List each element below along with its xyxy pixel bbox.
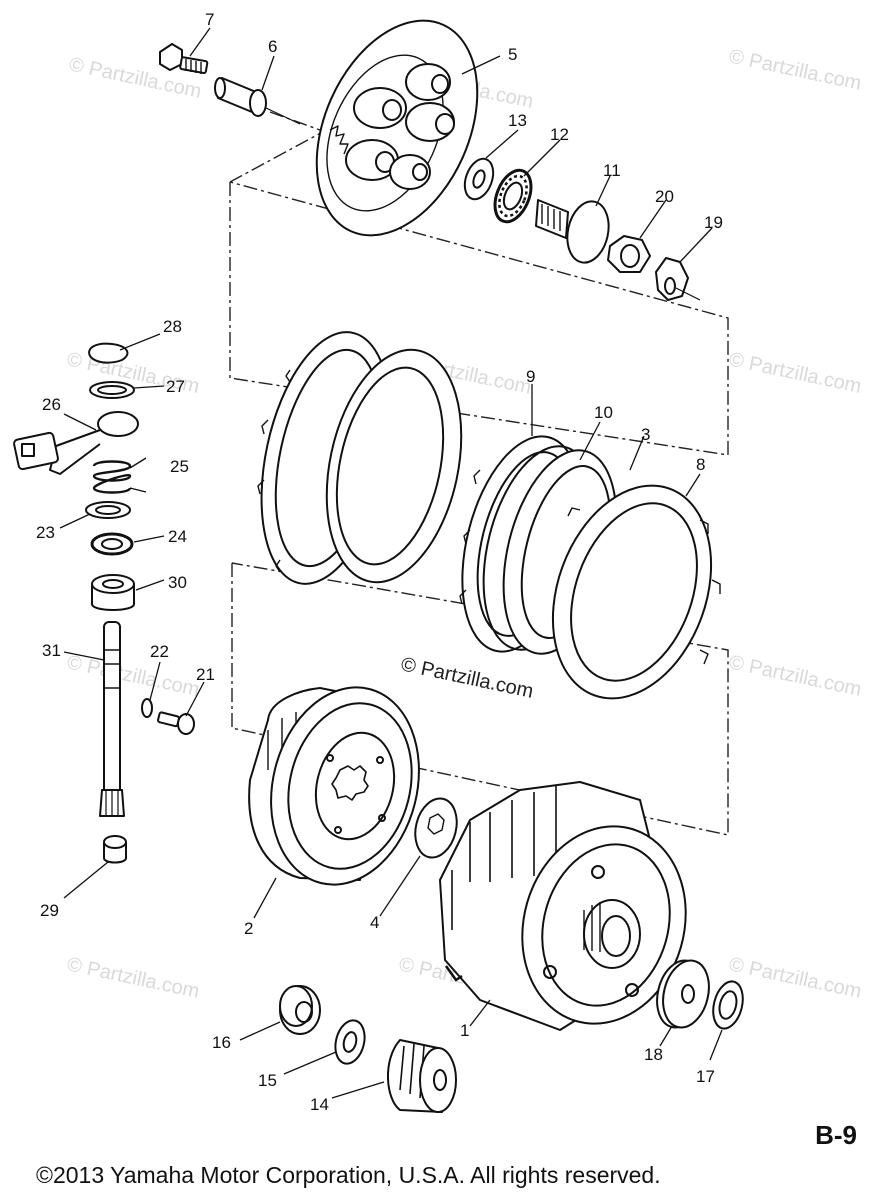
- leader-lines: [59, 27, 723, 1099]
- part-friction-plates-left: [257, 331, 463, 585]
- callout-numbers: 7 6 5 13 12 11 20 19 28 27 26 25 9 10 3 …: [36, 10, 723, 1114]
- part-27-washer: [89, 381, 135, 399]
- part-1-clutch-housing: [439, 781, 687, 1031]
- callout-6: 6: [268, 37, 277, 56]
- part-30-bearing: [91, 574, 135, 611]
- part-9-10-3-plate-stack: [459, 435, 618, 655]
- watermark: © Partzilla.com: [727, 45, 863, 95]
- callout-7: 7: [205, 10, 214, 29]
- part-29-bushing: [103, 835, 127, 864]
- part-26-push-lever: [13, 411, 139, 475]
- callout-12: 12: [550, 125, 569, 144]
- part-19-lock-washer: [655, 257, 701, 301]
- callout-21: 21: [196, 665, 215, 684]
- part-21-screw: [157, 711, 195, 735]
- part-8-clutch-plate: [551, 484, 721, 700]
- part-16-nut: [279, 985, 321, 1035]
- part-5-pressure-plate: [315, 19, 479, 237]
- callout-11: 11: [603, 161, 621, 180]
- watermark: © Partzilla.com: [65, 953, 201, 1003]
- callout-29: 29: [40, 901, 59, 920]
- callout-25: 25: [170, 457, 189, 476]
- part-12-bearing: [493, 168, 533, 224]
- callout-30: 30: [168, 573, 187, 592]
- callout-2: 2: [244, 919, 253, 938]
- part-23-washer: [85, 501, 131, 519]
- callout-10: 10: [594, 403, 613, 422]
- callout-31: 31: [42, 641, 61, 660]
- callout-18: 18: [644, 1045, 663, 1064]
- watermark: © Partzilla.com: [727, 953, 863, 1003]
- callout-19: 19: [704, 213, 723, 232]
- callout-28: 28: [163, 317, 182, 336]
- callout-22: 22: [150, 642, 169, 661]
- callout-26: 26: [42, 395, 61, 414]
- part-7-bolt: [159, 43, 209, 75]
- callout-14: 14: [310, 1095, 329, 1114]
- part-15-washer: [334, 1019, 366, 1065]
- watermark: © Partzilla.com: [65, 651, 201, 701]
- part-28-circlip: [88, 342, 129, 364]
- watermark: © Partzilla.com: [727, 651, 863, 701]
- callout-20: 20: [655, 187, 674, 206]
- copyright-notice: ©2013 Yamaha Motor Corporation, U.S.A. A…: [36, 1162, 661, 1188]
- callout-23: 23: [36, 523, 55, 542]
- part-20-nut: [607, 235, 651, 273]
- part-17-washer: [712, 980, 744, 1030]
- callout-15: 15: [258, 1071, 277, 1090]
- callout-4: 4: [370, 913, 379, 932]
- part-11-push-rod: [535, 199, 610, 264]
- callout-16: 16: [212, 1033, 231, 1052]
- part-2-clutch-boss: [248, 686, 420, 886]
- callout-17: 17: [696, 1067, 715, 1086]
- watermark-center: © Partzilla.com: [399, 653, 535, 703]
- callout-9: 9: [526, 367, 535, 386]
- part-14-kick-gear: [387, 1039, 457, 1113]
- callout-27: 27: [166, 377, 185, 396]
- callout-8: 8: [696, 455, 705, 474]
- part-13-washer: [463, 157, 495, 201]
- part-18-spacer: [656, 959, 710, 1029]
- part-31-push-lever-shaft: [99, 621, 125, 817]
- callout-1: 1: [460, 1021, 469, 1040]
- callout-13: 13: [508, 111, 527, 130]
- watermark: © Partzilla.com: [727, 348, 863, 398]
- part-6-push-pin: [214, 77, 301, 125]
- part-24-oil-seal: [90, 532, 134, 556]
- callout-5: 5: [508, 45, 517, 64]
- page-code: B-9: [815, 1120, 857, 1150]
- callout-3: 3: [641, 425, 650, 444]
- part-25-spring: [92, 457, 147, 494]
- part-4-thrust-plate: [414, 797, 458, 859]
- callout-24: 24: [168, 527, 187, 546]
- part-22-washer: [141, 698, 153, 718]
